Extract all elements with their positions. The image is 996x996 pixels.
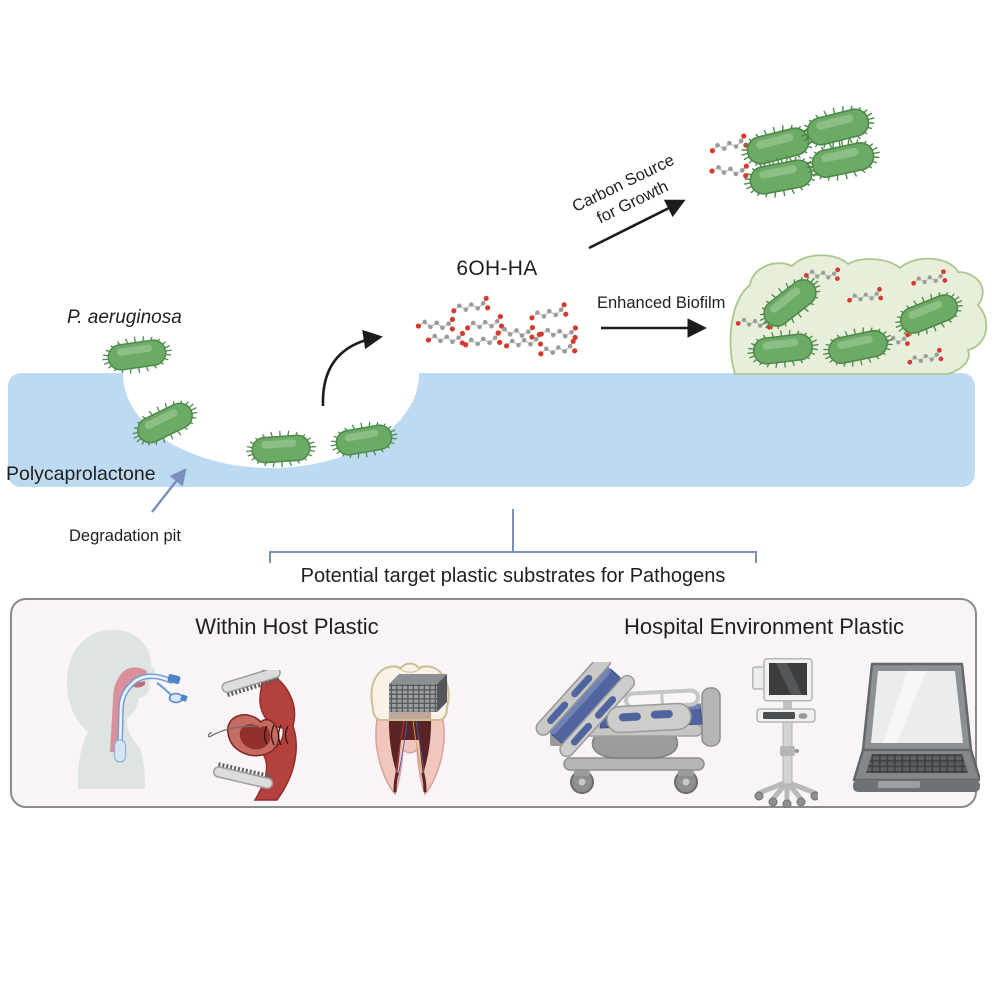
hospital-bed-icon [535, 662, 721, 794]
organism-label: P. aeruginosa [67, 307, 182, 328]
oligomers-at-growth-cluster [707, 132, 751, 180]
bed-side-guard [606, 702, 692, 734]
bed-head-incline [535, 662, 636, 758]
surgical-wound-suture-icon [207, 670, 297, 801]
substrate-label: Polycaprolactone [6, 463, 156, 485]
cart-base [756, 779, 818, 804]
patient-monitor-cart-icon [752, 658, 818, 808]
carbon-source-arrow [588, 199, 686, 250]
degradation-pit-label: Degradation pit [69, 527, 181, 545]
laptop-keyboard [866, 754, 968, 773]
retractor-bottom [212, 762, 274, 789]
degradation-pit-hole [123, 280, 419, 468]
secretion-arrow [321, 329, 383, 407]
intubated-patient-icon [66, 629, 188, 789]
bacteria-growth-cluster [736, 98, 884, 204]
within-host-heading: Within Host Plastic [195, 614, 379, 639]
tooth-scaffold-icon [370, 662, 450, 796]
suture-thread [210, 725, 260, 737]
plastic-substrates-panel: Within Host Plastic Hospital Environment… [10, 598, 980, 808]
bracket-caption: Potential target plastic substrates for … [300, 565, 726, 587]
retractor-top [221, 670, 281, 697]
bracket [269, 509, 757, 563]
oligomer-cluster [415, 294, 580, 358]
pathway-diagram [8, 98, 988, 563]
enhanced-biofilm-label: Enhanced Biofilm [597, 294, 726, 312]
degradation-pit-pointer-arrow [151, 468, 187, 513]
hospital-environment-heading: Hospital Environment Plastic [623, 614, 905, 639]
laptop-touchpad [878, 781, 920, 788]
molecule-label: 6OH-HA [456, 257, 538, 280]
suture-marks [263, 724, 289, 746]
laptop-icon [852, 662, 980, 792]
scaffold-mesh-block [389, 674, 447, 712]
